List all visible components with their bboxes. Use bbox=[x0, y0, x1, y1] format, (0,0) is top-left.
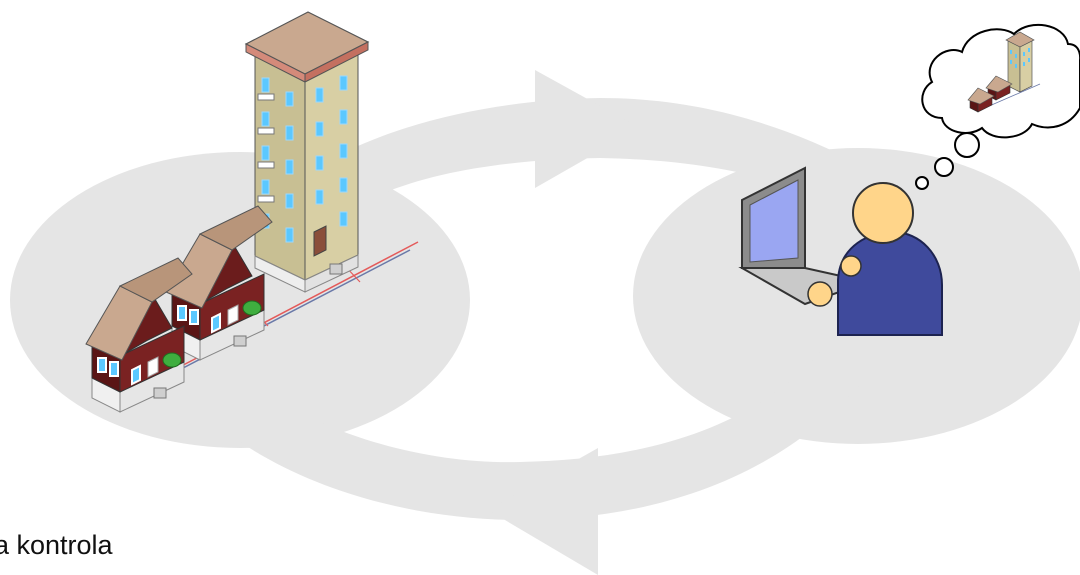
apartment-tower bbox=[244, 11, 370, 293]
caption-text: a kontrola bbox=[0, 530, 113, 560]
user-at-laptop-icon bbox=[738, 166, 943, 336]
top-arrowhead bbox=[535, 70, 640, 188]
bottom-arc bbox=[180, 340, 880, 520]
residential-buildings-icon bbox=[85, 11, 419, 413]
thought-mini-buildings bbox=[967, 31, 1041, 113]
top-arc bbox=[235, 98, 880, 250]
thought-bubble-icon bbox=[915, 24, 1080, 190]
bottom-arrowhead bbox=[488, 448, 598, 575]
